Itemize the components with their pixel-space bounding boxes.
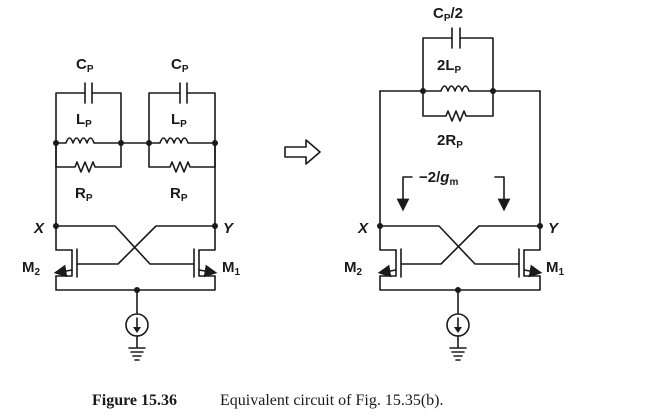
tail-current-source-right: [446, 313, 470, 361]
transistor-m2-right: [377, 248, 402, 278]
label-node-y-left: Y: [223, 220, 235, 237]
capacitor-cp-half: [451, 27, 461, 49]
inductor-lp-2: [120, 137, 216, 144]
label-cp-1: CP: [76, 56, 94, 75]
label-cp-half: CP/2: [433, 5, 463, 24]
tail-current-source-left: [125, 313, 149, 361]
tank-2: [120, 82, 218, 173]
left-circuit: [53, 82, 218, 361]
label-m1-right: M1: [546, 259, 565, 278]
resistor-rp-2: [148, 142, 216, 173]
transistor-m1: [193, 248, 218, 278]
label-rp-1: RP: [75, 185, 93, 204]
label-m1-left: M1: [222, 259, 241, 278]
capacitor-cp-2: [179, 82, 188, 104]
label-lp-2: LP: [171, 111, 187, 130]
capacitor-cp-1: [84, 82, 93, 104]
label-node-x-right: X: [357, 220, 369, 237]
ground-icon-right: [449, 335, 467, 361]
label-rp-2: RP: [170, 185, 188, 204]
equivalence-arrow-icon: [284, 139, 321, 165]
label-2rp: 2RP: [437, 132, 463, 151]
label-m2-right: M2: [344, 259, 363, 278]
transistor-m2: [53, 248, 78, 278]
figure-number: Figure 15.36: [92, 392, 177, 409]
inductor-lp-1: [55, 137, 122, 144]
label-node-y-right: Y: [548, 220, 560, 237]
ground-icon-left: [128, 335, 146, 361]
label-cp-2: CP: [171, 56, 189, 75]
label-neg-2-over-gm: −2/gm: [419, 169, 458, 188]
label-node-x-left: X: [33, 220, 45, 237]
label-lp-1: LP: [76, 111, 92, 130]
label-2lp: 2LP: [437, 57, 462, 76]
transistor-m1-right: [518, 248, 543, 278]
inductor-2lp: [379, 85, 541, 92]
resistor-2rp: [422, 90, 494, 122]
resistor-rp-1: [55, 142, 122, 173]
right-circuit: [377, 27, 543, 361]
figure-caption: Equivalent circuit of Fig. 15.35(b).: [220, 392, 444, 409]
label-m2-left: M2: [22, 259, 41, 278]
